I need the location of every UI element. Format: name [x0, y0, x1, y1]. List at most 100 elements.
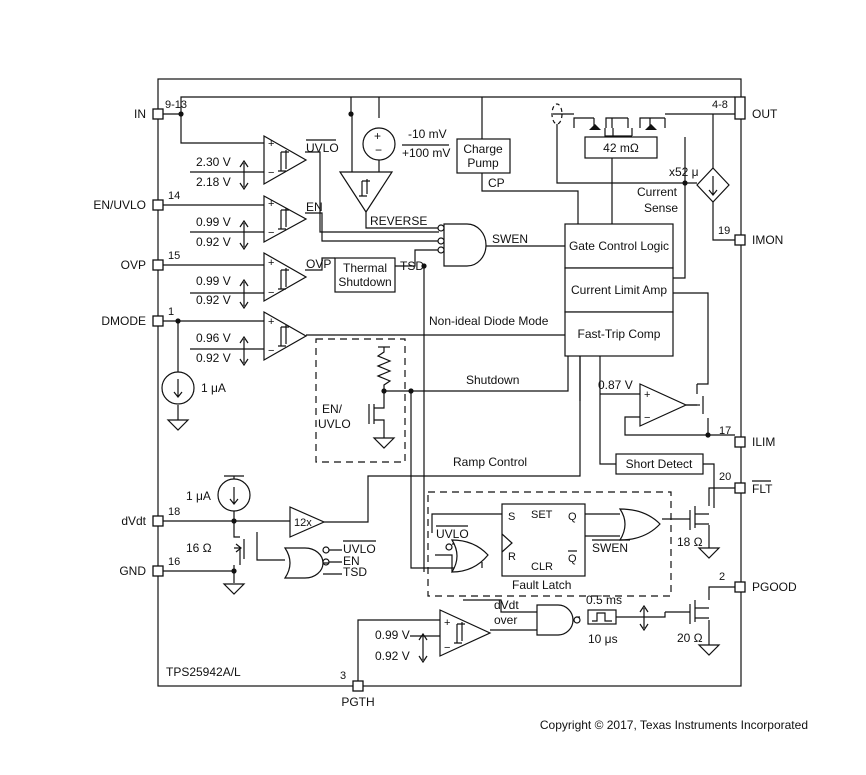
dvdt-nor-gate: [283, 547, 324, 579]
pin-pgood[interactable]: [734, 581, 746, 593]
short-detect: [615, 453, 704, 475]
ilim-amplifier: [639, 383, 688, 427]
nid-label: Non-ideal Diode Mode: [429, 314, 549, 328]
pin-flt-number: 20: [719, 471, 731, 483]
diagram-label: 0.99 V: [196, 215, 231, 229]
dmode-comparator: [263, 310, 308, 362]
en-uvlo-pulldown: [315, 338, 406, 463]
diagram-label: Gate Control Logic: [569, 239, 669, 253]
fault-latch-label: Fault Latch: [512, 578, 571, 592]
diagram-label: +: [644, 389, 650, 401]
uvlo-comparator: [263, 134, 308, 186]
ground-dmode: [166, 419, 190, 431]
amp-12x: [289, 506, 326, 538]
latch-or-gate: [450, 539, 489, 573]
diagram-label: +: [268, 138, 274, 150]
en-comparator: [263, 194, 308, 244]
fault-latch-box: [427, 491, 672, 597]
thermal-shutdown: [334, 257, 396, 293]
pin-dmode-number: 1: [168, 306, 174, 318]
diagram-label: −: [644, 412, 650, 424]
diagram-label: Current: [637, 185, 678, 199]
diagram-label: −: [268, 227, 274, 239]
wires: [163, 96, 735, 681]
diagram-label: dVdt: [494, 598, 519, 612]
current-limit-amp: [564, 267, 674, 313]
ground-flt: [697, 547, 721, 559]
diagram-label: 0.92 V: [196, 235, 231, 249]
reverse-label: REVERSE: [370, 214, 427, 228]
diagram-label: over: [494, 613, 517, 627]
pin-out-label: OUT: [752, 107, 778, 121]
diagram-label: Pump: [467, 156, 499, 170]
pin-dmode-label: DMODE: [101, 314, 146, 328]
pin-imon[interactable]: [734, 234, 746, 246]
mosfet-body-diode-1: [589, 124, 601, 130]
swen-and-gate: [443, 223, 487, 267]
pin-imon-label: IMON: [752, 233, 783, 247]
diagram-label: 2.18 V: [196, 175, 231, 189]
junction-dots: [175, 111, 711, 574]
pin-ovp[interactable]: [152, 259, 164, 271]
mv-pos-label: +100 mV: [402, 146, 450, 160]
part-number: TPS25942A/L: [166, 665, 241, 679]
ic-outline: [157, 78, 742, 687]
pin-out-number: 4-8: [712, 99, 728, 111]
pin-dvdt[interactable]: [152, 515, 164, 527]
pin-en-label: EN/UVLO: [93, 198, 146, 212]
diagram-label: 0.92 V: [196, 351, 231, 365]
diagram-label: SWEN: [592, 541, 628, 555]
diagram-label: 20 Ω: [677, 631, 703, 645]
diagram-label: UVLO: [343, 542, 376, 556]
copyright: Copyright © 2017, Texas Instruments Inco…: [540, 718, 808, 732]
uvlo-out-label: UVLO: [306, 141, 339, 155]
deglitch-timer: [587, 609, 617, 625]
mv-neg-label: -10 mV: [408, 127, 447, 141]
pin-gnd-number: 16: [168, 556, 180, 568]
diagram-label: −: [268, 345, 274, 357]
diagram-label: 0.5 ms: [586, 593, 622, 607]
comparators: +− +− +− +− +− +−: [263, 134, 688, 657]
gate-control-logic: [564, 223, 674, 269]
pin-ilim[interactable]: [734, 436, 746, 448]
pin-en-number: 14: [168, 190, 180, 202]
diagram-label: 1 μA: [201, 381, 226, 395]
pin-gnd[interactable]: [152, 565, 164, 577]
diagram-label: SET: [531, 509, 553, 521]
pin-in[interactable]: [152, 108, 164, 120]
diagram-label: −: [268, 167, 274, 179]
diagram-label: Thermal: [343, 261, 387, 275]
diagram-label: 10 μs: [588, 632, 618, 646]
sense-resistor: [584, 136, 658, 159]
charge-pump: [456, 138, 511, 174]
pin-dvdt-number: 18: [168, 506, 180, 518]
mosfet-body-diode-2: [645, 124, 657, 130]
ramp-label: Ramp Control: [453, 455, 527, 469]
diagram-label: Short Detect: [626, 457, 693, 471]
pgth-comparator: [439, 609, 492, 657]
diagram-label: UVLO: [318, 417, 351, 431]
diagram-label: 0.99 V: [375, 628, 410, 642]
diagram-label: 0.96 V: [196, 331, 231, 345]
pgood-and-gate: [536, 604, 574, 636]
flt-or-gate: [618, 508, 661, 541]
diagram-label: EN: [343, 554, 360, 568]
diagram-label: 0.92 V: [196, 293, 231, 307]
diagram-label: Current Limit Amp: [571, 283, 667, 297]
pin-out[interactable]: [734, 96, 746, 120]
pin-flt[interactable]: [734, 482, 746, 494]
diagram-label: −: [444, 642, 450, 654]
pin-pgth-number: 3: [340, 670, 346, 682]
pin-en-uvlo[interactable]: [152, 199, 164, 211]
pin-pgth[interactable]: [352, 680, 364, 692]
diagram-label: −: [375, 143, 382, 157]
diagram-label: Charge: [463, 142, 503, 156]
diagram-label: 18 Ω: [677, 535, 703, 549]
diagram-label: Q: [568, 553, 577, 565]
pin-dmode[interactable]: [152, 315, 164, 327]
reverse-voltage-source: [362, 127, 396, 161]
pin-ilim-number: 17: [719, 425, 731, 437]
pin-gnd-label: GND: [119, 564, 146, 578]
diagram-label: 12x: [294, 517, 312, 529]
